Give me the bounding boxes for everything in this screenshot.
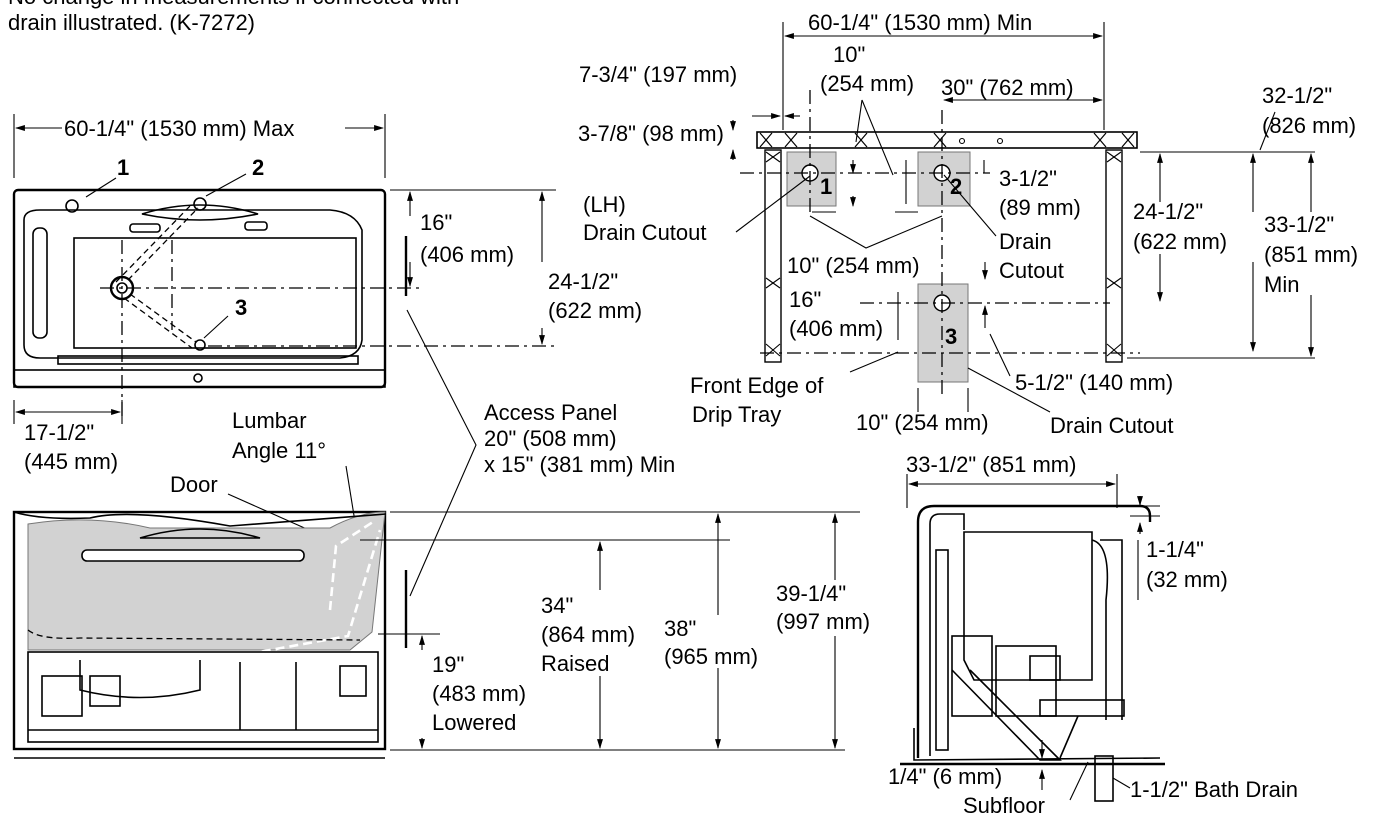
stud-right [1105, 149, 1123, 363]
dim-1-1-4: 1-1/4" [1146, 537, 1204, 562]
access-panel-line-3: x 15" (381 mm) Min [484, 452, 675, 477]
dim-39: 39-1/4" [776, 581, 846, 606]
lumbar-label-2: Angle 11° [232, 438, 326, 463]
drain-cutout-label-3: Drain Cutout [1050, 413, 1174, 438]
tub-basin-side [963, 531, 1093, 681]
side-view: 33-1/2" (851 mm) 1-1/4" (32 mm) 1/4" (6 … [888, 452, 1298, 815]
dim-10-a: 10" [833, 42, 865, 67]
dim-34: 34" [541, 593, 573, 618]
dim-17-top: 17-1/2" [24, 420, 94, 445]
dim-33-mm: (851 mm) [1264, 242, 1358, 267]
callout-1: 1 [117, 155, 129, 180]
dim-top-width: 60-1/4" (1530 mm) Max [64, 116, 294, 141]
dim-24-frame: 24-1/2" [1133, 199, 1203, 224]
equipment-bay [27, 651, 379, 743]
access-panel-line-2: 20" (508 mm) [484, 426, 617, 451]
access-panel-line-1: Access Panel [484, 400, 617, 425]
handle-top [141, 204, 259, 221]
dim-3-1-2: 3-1/2" [999, 166, 1057, 191]
dim-1-4: 1/4" (6 mm) [888, 764, 1002, 789]
dim-16-frame: 16" [789, 287, 821, 312]
lh-label: (LH) [583, 192, 626, 217]
dim-16-top: 16" [420, 210, 452, 235]
dim-38-mm: (965 mm) [664, 644, 758, 669]
dim-3-7-8: 3-7/8" (98 mm) [578, 121, 724, 146]
dim-16-frame-mm: (406 mm) [789, 316, 883, 341]
dim-1-1-4-mm: (32 mm) [1146, 567, 1228, 592]
dim-17-top-mm: (445 mm) [24, 449, 118, 474]
hole-2 [193, 197, 207, 211]
dim-38: 38" [664, 616, 696, 641]
access-panel-callout: Access Panel 20" (508 mm) x 15" (381 mm)… [406, 309, 675, 597]
dim-16-top-mm: (406 mm) [420, 242, 514, 267]
note-line-2: drain illustrated. (K-7272) [8, 10, 255, 35]
side-outline [916, 504, 1152, 758]
dim-32-mm: (826 mm) [1262, 113, 1356, 138]
dim-30: 30" (762 mm) [941, 75, 1074, 100]
dim-32: 32-1/2" [1262, 83, 1332, 108]
dim-5-1-2: 5-1/2" (140 mm) [1015, 370, 1173, 395]
header-plate [756, 131, 1138, 149]
drain-cutout-label-1: Drain Cutout [583, 220, 707, 245]
dim-frame-width: 60-1/4" (1530 mm) Min [808, 10, 1032, 35]
dim-34-mm: (864 mm) [541, 622, 635, 647]
subfloor-label: Subfloor [963, 793, 1045, 815]
drain-label-2: Drain [999, 229, 1052, 254]
dim-19-mm: (483 mm) [432, 681, 526, 706]
door-label: Door [170, 472, 218, 497]
callout-2: 2 [252, 155, 264, 180]
dim-side-width: 33-1/2" (851 mm) [906, 452, 1076, 477]
lumbar-label-1: Lumbar [232, 408, 307, 433]
backrest [32, 227, 48, 339]
door-handle [81, 549, 305, 562]
bath-drain-pipe [1094, 755, 1114, 802]
dim-33: 33-1/2" [1264, 212, 1334, 237]
bath-drain-label: 1-1/2" Bath Drain [1130, 777, 1298, 802]
stud-left [764, 149, 782, 363]
dim-3-1-2-mm: (89 mm) [999, 195, 1081, 220]
dim-34-note: Raised [541, 651, 609, 676]
top-view: 60-1/4" (1530 mm) Max 1 2 3 [12, 114, 642, 648]
door-panel [27, 511, 386, 651]
dim-10-c: 10" (254 mm) [856, 410, 989, 435]
front-dimensions: 34" (864 mm) Raised 38" (965 mm) 39-1/4"… [360, 511, 870, 751]
dim-24-top: 24-1/2" [548, 269, 618, 294]
cutout-num-1: 1 [820, 174, 832, 199]
hole-1 [65, 199, 79, 213]
tub-rim [23, 209, 363, 359]
dim-7-3-4: 7-3/4" (197 mm) [579, 62, 737, 87]
front-edge-2: Drip Tray [692, 402, 781, 427]
cutout-num-2: 2 [950, 174, 962, 199]
dim-24-frame-mm: (622 mm) [1133, 229, 1227, 254]
front-view: Lumbar Angle 11° Door [12, 408, 387, 759]
cutout-num-3: 3 [945, 324, 957, 349]
dim-39-mm: (997 mm) [776, 609, 870, 634]
dim-19: 19" [432, 652, 464, 677]
dim-24-top-mm: (622 mm) [548, 298, 642, 323]
dim-19-note: Lowered [432, 710, 516, 735]
hole-3 [194, 339, 206, 351]
basin-top [73, 237, 357, 349]
dim-10-b: 10" (254 mm) [787, 253, 920, 278]
cutout-label-2: Cutout [999, 258, 1064, 283]
callout-3: 3 [235, 295, 247, 320]
dim-10-a-mm: (254 mm) [820, 71, 914, 96]
header-note: No change in measurements if connected w… [8, 0, 459, 35]
tub-outline-front [12, 510, 387, 751]
note-line-1: No change in measurements if connected w… [8, 0, 459, 9]
framing-plan: 60-1/4" (1530 mm) Min [578, 10, 1358, 438]
dim-33-note: Min [1264, 272, 1299, 297]
front-edge-1: Front Edge of [690, 373, 824, 398]
